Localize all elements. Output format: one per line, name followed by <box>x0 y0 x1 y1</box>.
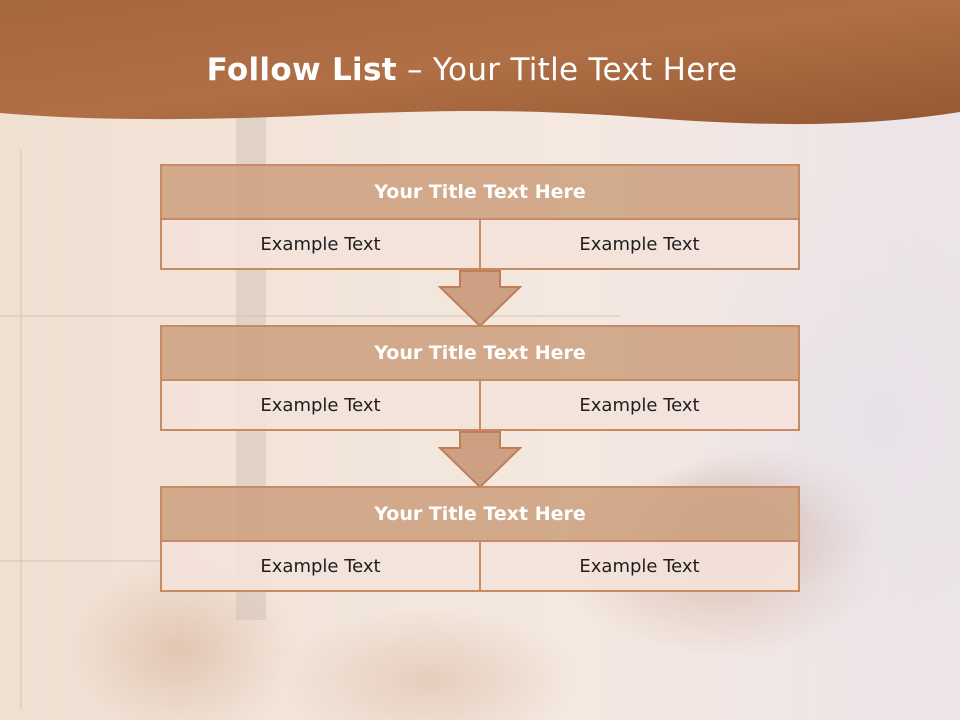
block-row: Example Text Example Text <box>160 381 800 431</box>
down-arrow-icon <box>438 270 522 328</box>
block-cell-right: Example Text <box>481 381 800 431</box>
block-cell-right: Example Text <box>481 220 800 270</box>
list-block-1: Your Title Text Here Example Text Exampl… <box>160 164 800 270</box>
block-cell-left: Example Text <box>160 220 481 270</box>
block-title: Your Title Text Here <box>160 325 800 381</box>
list-block-3: Your Title Text Here Example Text Exampl… <box>160 486 800 592</box>
slide-header-band: Follow List – Your Title Text Here <box>0 0 960 135</box>
slide-title: Follow List – Your Title Text Here <box>0 52 944 88</box>
block-row: Example Text Example Text <box>160 220 800 270</box>
list-block-2: Your Title Text Here Example Text Exampl… <box>160 325 800 431</box>
block-cell-left: Example Text <box>160 381 481 431</box>
down-arrow-icon <box>438 431 522 489</box>
slide-title-bold: Follow List <box>206 52 397 88</box>
block-cell-right: Example Text <box>481 542 800 592</box>
block-row: Example Text Example Text <box>160 542 800 592</box>
block-cell-left: Example Text <box>160 542 481 592</box>
slide-title-rest: – Your Title Text Here <box>396 52 738 88</box>
block-title: Your Title Text Here <box>160 486 800 542</box>
block-title: Your Title Text Here <box>160 164 800 220</box>
